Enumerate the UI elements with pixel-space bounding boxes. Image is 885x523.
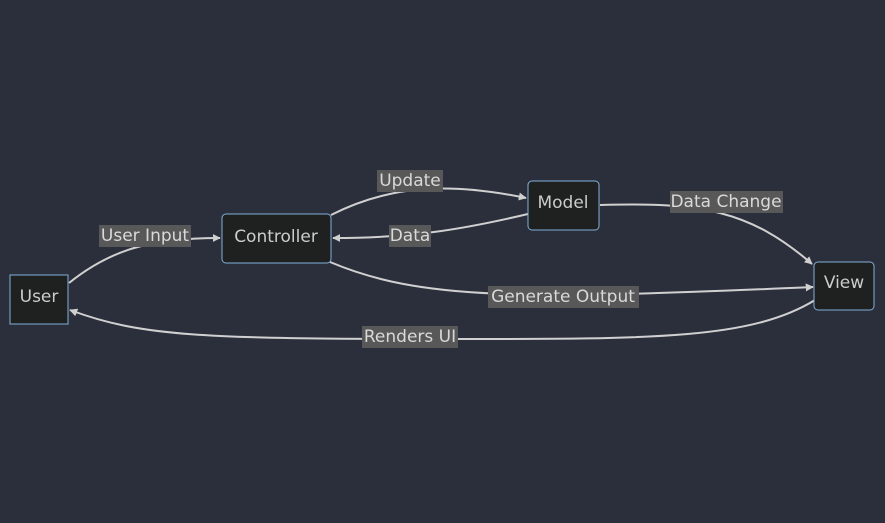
edge-label-data-text: Data <box>390 226 431 246</box>
edge-label-user-input-text: User Input <box>101 226 190 246</box>
node-user-label: User <box>20 287 59 307</box>
node-controller-label: Controller <box>234 227 318 247</box>
edge-update <box>330 187 527 216</box>
node-model: Model <box>527 180 600 231</box>
edge-label-update-text: Update <box>379 171 441 191</box>
node-user: User <box>9 274 69 325</box>
edge-label-renders-ui-text: Renders UI <box>364 327 456 347</box>
edge-user-input <box>68 234 221 284</box>
node-controller: Controller <box>221 213 332 264</box>
edge-label-data-change-text: Data Change <box>670 192 781 212</box>
node-view-label: View <box>824 273 864 293</box>
edge-label-generate-output-text: Generate Output <box>491 287 635 307</box>
edge-data <box>332 213 529 242</box>
node-view: View <box>813 261 875 311</box>
edge-label-generate-output: Generate Output <box>488 286 639 308</box>
edge-label-user-input: User Input <box>99 225 191 247</box>
edge-label-data-change: Data Change <box>670 191 783 213</box>
edge-data-change <box>599 203 813 265</box>
edge-label-renders-ui: Renders UI <box>362 326 458 348</box>
node-model-label: Model <box>537 193 588 213</box>
edge-label-update: Update <box>377 170 443 192</box>
edge-label-data: Data <box>389 225 431 247</box>
